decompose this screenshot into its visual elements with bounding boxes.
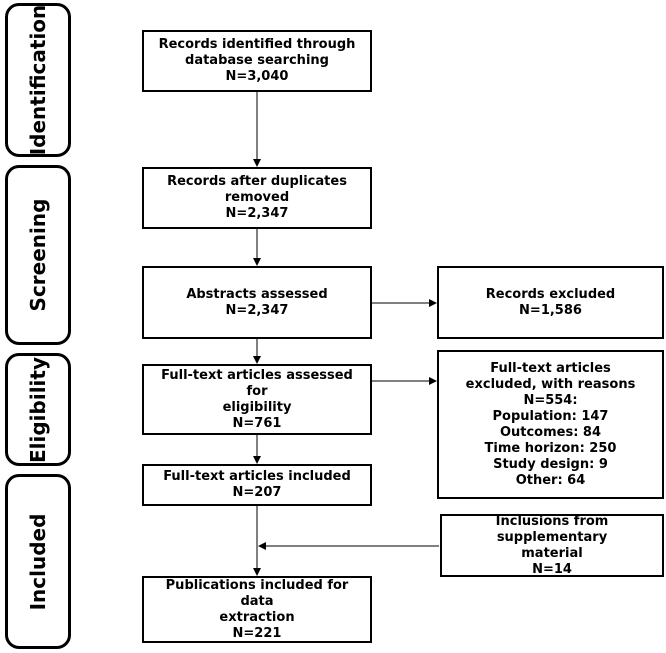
abstracts-assessed-label: Abstracts assessed <box>186 286 328 302</box>
fulltext-excluded-count: N=554: <box>523 392 578 408</box>
box-publications-included: Publications included for data extractio… <box>142 576 372 643</box>
box-records-identified: Records identified through database sear… <box>142 30 372 92</box>
fulltext-excluded-line2: excluded, with reasons <box>465 376 636 392</box>
records-after-duplicates-count: N=2,347 <box>225 206 289 221</box>
fulltext-included-count: N=207 <box>232 485 282 500</box>
abstracts-assessed-count: N=2,347 <box>225 302 289 318</box>
phase-identification: Identification <box>5 3 71 157</box>
supplementary-count: N=14 <box>532 561 572 577</box>
fulltext-assessed-count: N=761 <box>232 415 282 431</box>
exclusion-reason-study-design: Study design: 9 <box>493 456 608 472</box>
box-fulltext-assessed: Full-text articles assessed for eligibil… <box>142 364 372 435</box>
fulltext-assessed-line1: Full-text articles assessed for <box>161 367 353 399</box>
box-records-after-duplicates: Records after duplicates removed N=2,347 <box>142 167 372 229</box>
box-fulltext-excluded: Full-text articles excluded, with reason… <box>437 350 664 499</box>
phase-eligibility: Eligibility <box>5 353 71 466</box>
fulltext-assessed-line2: eligibility <box>222 399 292 415</box>
box-abstracts-assessed: Abstracts assessed N=2,347 <box>142 266 372 339</box>
records-identified-line1: Records identified through <box>158 37 356 52</box>
records-excluded-label: Records excluded <box>485 286 616 302</box>
phase-screening: Screening <box>5 165 71 345</box>
supplementary-line1: Inclusions from supplementary <box>495 513 609 545</box>
records-excluded-count: N=1,586 <box>519 302 582 318</box>
publications-included-count: N=221 <box>232 625 282 641</box>
exclusion-reason-outcomes: Outcomes: 84 <box>499 424 602 440</box>
exclusion-reason-other: Other: 64 <box>515 472 586 488</box>
records-identified-line2: database searching <box>185 53 329 68</box>
exclusion-reason-time-horizon: Time horizon: 250 <box>484 440 617 456</box>
box-supplementary-inclusions: Inclusions from supplementary material N… <box>440 514 664 577</box>
phase-included: Included <box>5 474 71 649</box>
fulltext-included-label: Full-text articles included <box>163 469 351 484</box>
publications-included-line2: extraction <box>219 609 295 625</box>
exclusion-reason-population: Population: 147 <box>492 408 609 424</box>
records-identified-count: N=3,040 <box>225 69 289 84</box>
fulltext-excluded-line1: Full-text articles <box>490 360 611 376</box>
box-fulltext-included: Full-text articles included N=207 <box>142 464 372 506</box>
supplementary-line2: material <box>521 545 583 561</box>
box-records-excluded: Records excluded N=1,586 <box>437 266 664 339</box>
records-after-duplicates-label: Records after duplicates removed <box>167 174 347 205</box>
publications-included-line1: Publications included for data <box>165 577 349 609</box>
